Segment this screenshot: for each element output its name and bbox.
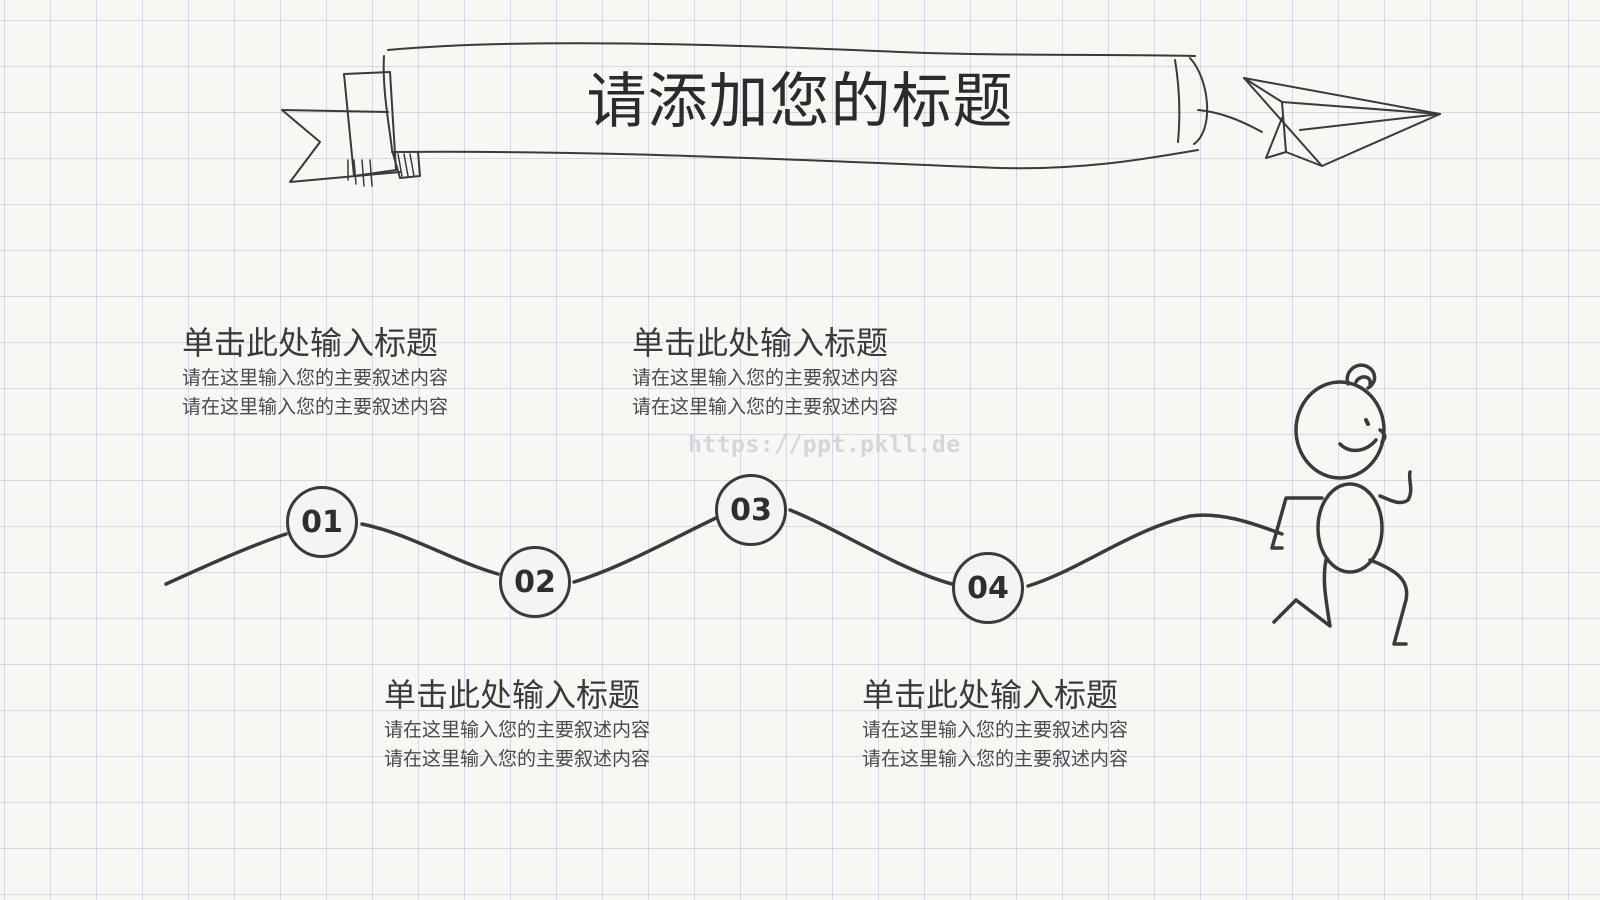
stick-figure-runner-icon (1270, 363, 1413, 646)
step-block-02: 单击此处输入标题 请在这里输入您的主要叙述内容 请在这里输入您的主要叙述内容 (384, 674, 684, 774)
page-title: 请添加您的标题 (586, 67, 1014, 137)
step-heading: 单击此处输入标题 (182, 324, 439, 362)
step-description-line: 请在这里输入您的主要叙述内容 (182, 367, 449, 389)
step-description-line: 请在这里输入您的主要叙述内容 (632, 367, 899, 389)
step-block-04: 单击此处输入标题 请在这里输入您的主要叙述内容 请在这里输入您的主要叙述内容 (862, 674, 1162, 774)
step-description-line: 请在这里输入您的主要叙述内容 (384, 719, 651, 741)
paper-plane-icon (1243, 77, 1441, 167)
step-heading: 单击此处输入标题 (862, 676, 1119, 714)
timeline-wave (164, 508, 1284, 588)
step-description-line: 请在这里输入您的主要叙述内容 (862, 719, 1129, 741)
watermark-text: https://ppt.pkll.de (688, 432, 961, 458)
step-description-line: 请在这里输入您的主要叙述内容 (862, 748, 1129, 770)
step-block-03: 单击此处输入标题 请在这里输入您的主要叙述内容 请在这里输入您的主要叙述内容 (632, 322, 932, 422)
step-number-02: 02 (499, 546, 571, 618)
step-number-03: 03 (715, 474, 787, 546)
ribbon-banner-icon (281, 42, 1263, 187)
step-number-04: 04 (952, 552, 1024, 624)
step-description-line: 请在这里输入您的主要叙述内容 (384, 748, 651, 770)
step-heading: 单击此处输入标题 (632, 324, 889, 362)
step-block-01: 单击此处输入标题 请在这里输入您的主要叙述内容 请在这里输入您的主要叙述内容 (182, 322, 482, 422)
step-number-01: 01 (286, 486, 358, 558)
step-heading: 单击此处输入标题 (384, 676, 641, 714)
step-description-line: 请在这里输入您的主要叙述内容 (182, 396, 449, 418)
step-description-line: 请在这里输入您的主要叙述内容 (632, 396, 899, 418)
